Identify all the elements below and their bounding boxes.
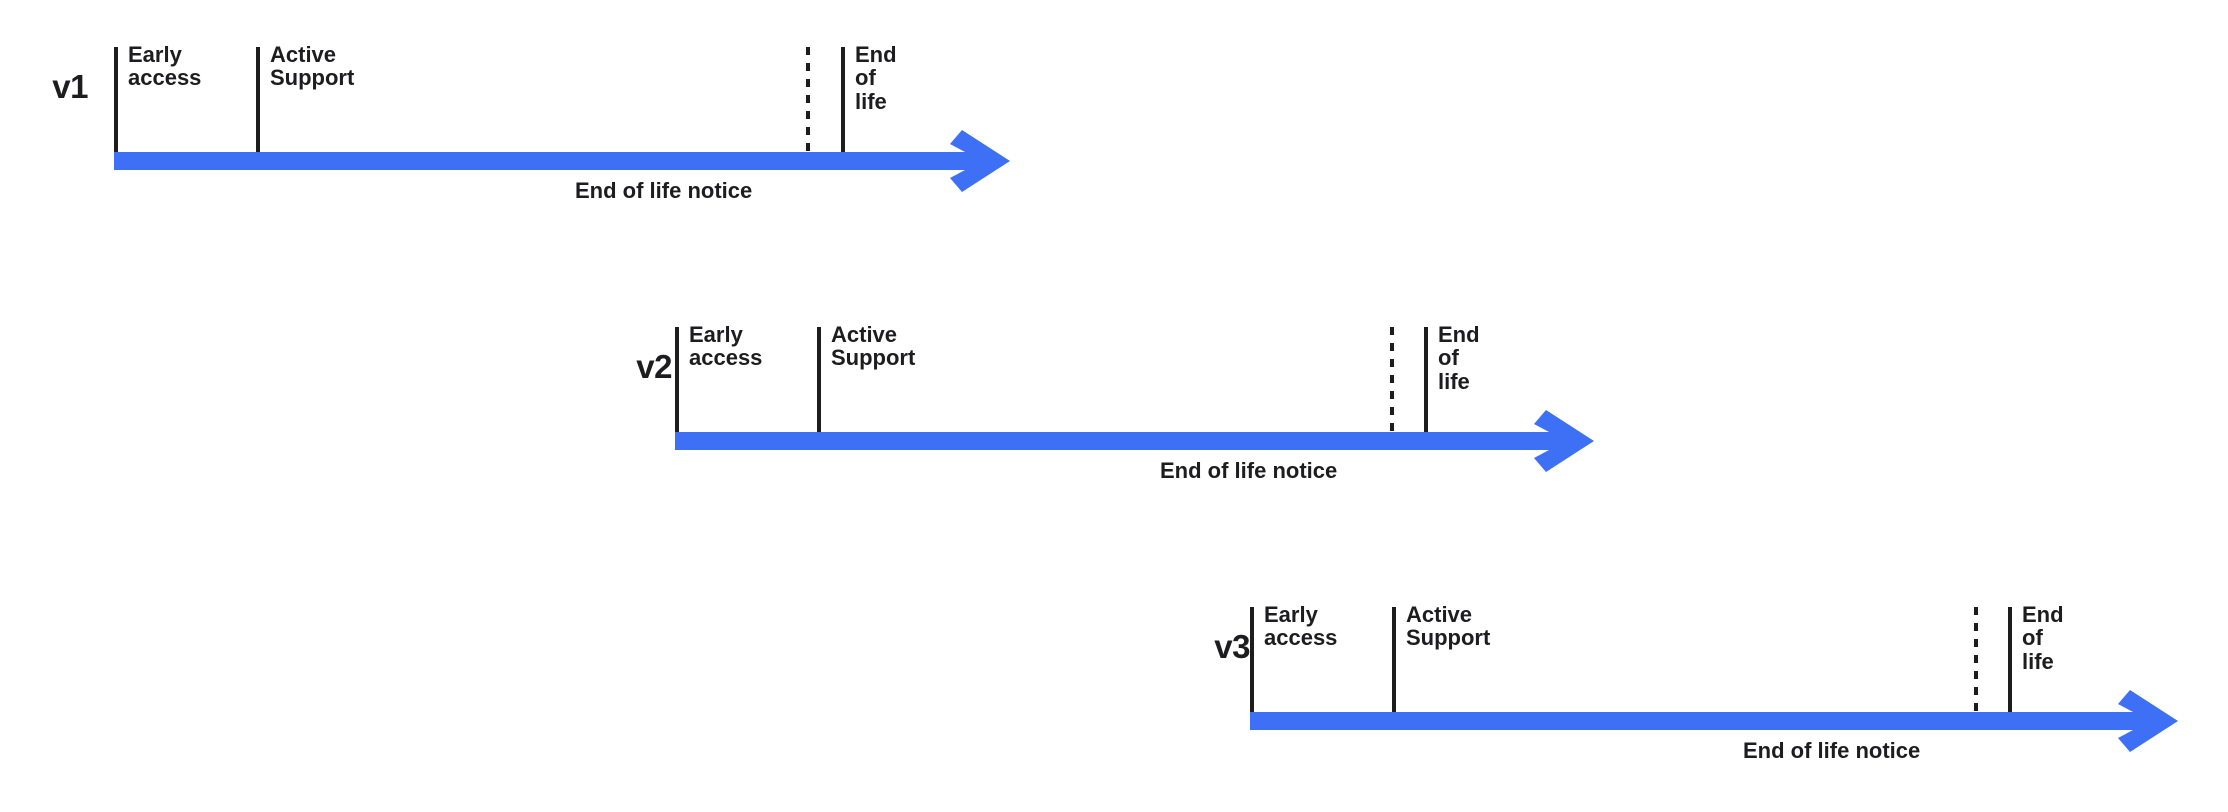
end-of-life-notice-marker-v2 [1390, 327, 1394, 433]
phase-label-end-of-life-v1: End of life [855, 42, 897, 114]
lifecycle-bar-v3 [1250, 712, 2152, 730]
phase-label-active-support-v2: Active Support [831, 322, 916, 371]
phase-label-early-access-v1: Early access [128, 42, 202, 91]
phase-divider-end-of-life-start-v2 [1424, 327, 1428, 433]
phase-divider-active-support-start-v3 [1392, 607, 1396, 713]
notice-label-v3: End of life notice [1743, 738, 1921, 763]
phase-label-early-access-v2: Early access [689, 322, 763, 371]
end-of-life-notice-marker-v1 [806, 47, 810, 153]
version-label-v3: v3 [1214, 628, 1250, 665]
version-label-v2: v2 [636, 348, 672, 385]
phase-divider-end-of-life-start-v3 [2008, 607, 2012, 713]
notice-label-v2: End of life notice [1160, 458, 1338, 483]
phase-label-active-support-v1: Active Support [270, 42, 355, 91]
phase-label-end-of-life-v3: End of life [2022, 602, 2064, 674]
phase-divider-active-support-start-v2 [817, 327, 821, 433]
phase-divider-early-access-start-v2 [675, 327, 679, 433]
arrow-head-icon-v1 [950, 130, 1010, 192]
notice-label-v1: End of life notice [575, 178, 753, 203]
phase-divider-early-access-start-v3 [1250, 607, 1254, 713]
phase-divider-active-support-start-v1 [256, 47, 260, 153]
lifecycle-bar-v1 [114, 152, 984, 170]
lifecycle-bar-v2 [675, 432, 1568, 450]
phase-divider-early-access-start-v1 [114, 47, 118, 153]
phase-label-early-access-v3: Early access [1264, 602, 1338, 651]
end-of-life-notice-marker-v3 [1974, 607, 1978, 713]
phase-label-active-support-v3: Active Support [1406, 602, 1491, 651]
arrow-head-icon-v3 [2118, 690, 2178, 752]
phase-divider-end-of-life-start-v1 [841, 47, 845, 153]
arrow-head-icon-v2 [1534, 410, 1594, 472]
version-label-v1: v1 [52, 68, 88, 105]
phase-label-end-of-life-v2: End of life [1438, 322, 1480, 394]
